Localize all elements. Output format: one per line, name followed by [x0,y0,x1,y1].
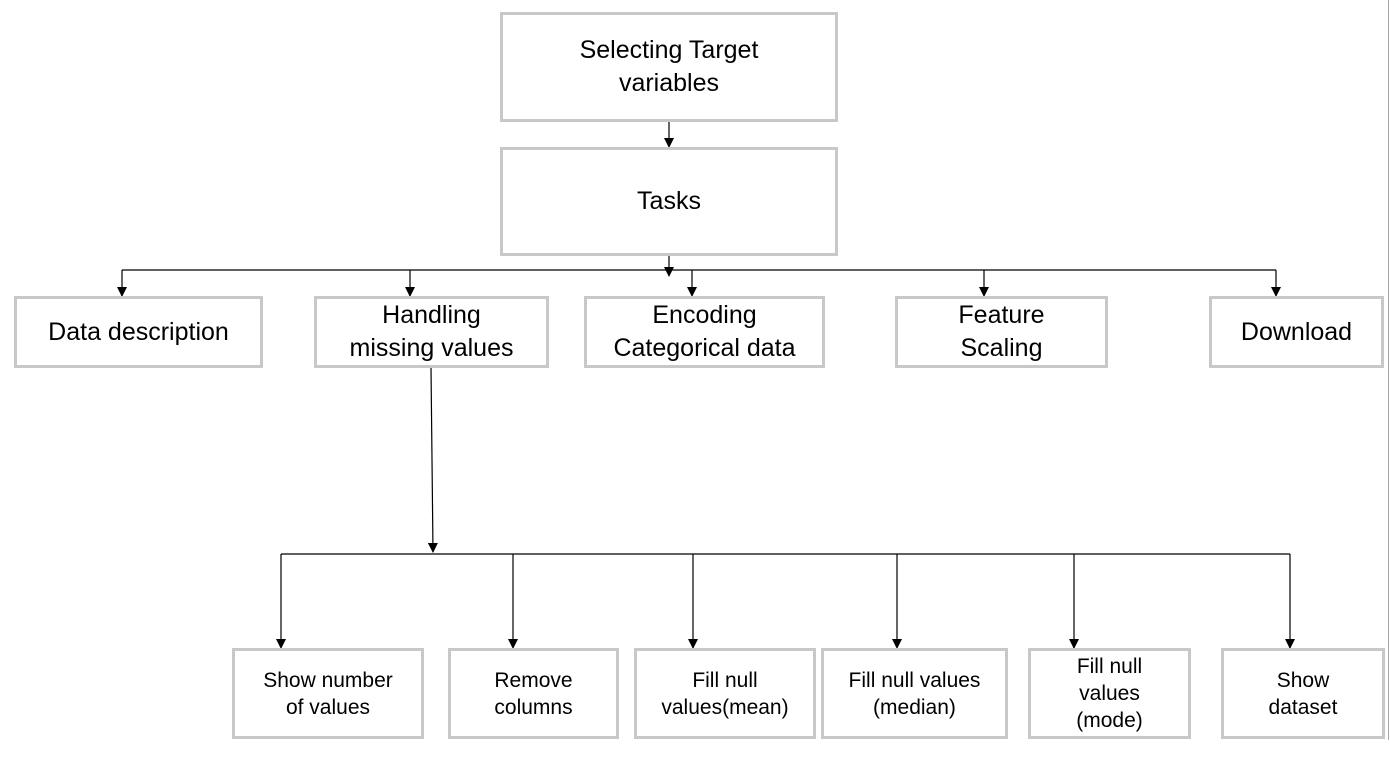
box-show-dataset: Show dataset [1221,648,1385,739]
box-remove-columns: Remove columns [448,648,619,739]
box-data-description: Data description [14,296,263,368]
box-feature-scaling: Feature Scaling [895,296,1108,368]
box-fill-null-values-median: Fill null values (median) [821,648,1008,739]
box-label: Show number of values [263,668,393,719]
box-label: Remove columns [494,668,573,719]
connector-missing-values-to-bus [427,366,438,553]
box-label: Fill null values (median) [848,668,981,719]
box-tasks: Tasks [500,147,838,256]
box-label: Handling missing values [349,301,514,362]
box-label: Encoding Categorical data [613,301,796,362]
box-label: Tasks [637,187,701,215]
box-label: Fill null values(mean) [661,668,789,719]
box-label: Selecting Target variables [579,36,759,97]
box-handling-missing-values: Handling missing values [314,296,549,368]
page-edge-divider [1388,0,1389,740]
box-encoding-categorical-data: Encoding Categorical data [584,296,825,368]
box-label: Feature Scaling [958,301,1045,362]
box-label: Show dataset [1268,668,1338,719]
box-fill-null-values-mode: Fill null values (mode) [1028,648,1191,739]
box-show-number-of-values: Show number of values [232,648,424,739]
box-fill-null-values-mean: Fill null values(mean) [634,648,816,739]
box-label: Fill null values (mode) [1076,655,1143,732]
box-download: Download [1209,296,1384,368]
box-label: Download [1240,317,1353,346]
box-label: Data description [48,317,229,346]
box-selecting-target-variables: Selecting Target variables [500,12,838,122]
